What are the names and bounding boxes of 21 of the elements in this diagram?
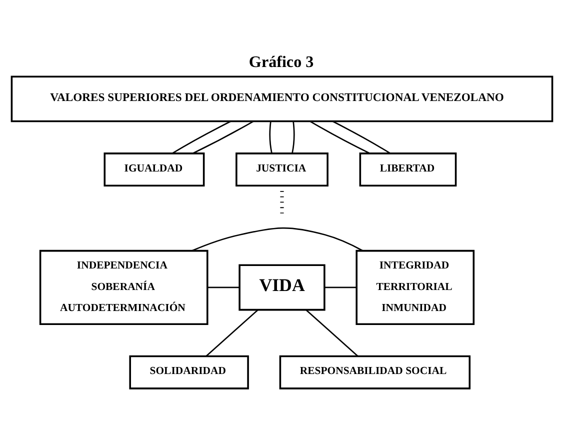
connector <box>172 120 231 154</box>
node-box: VIDA <box>238 264 326 311</box>
connector <box>306 309 358 357</box>
connector <box>310 120 370 154</box>
diagram-title: Gráfico 3 <box>248 54 314 72</box>
connector <box>208 286 240 288</box>
node-box: RESPONSABILIDAD SOCIAL <box>279 355 471 390</box>
node-box: JUSTICIA <box>236 152 328 186</box>
connector <box>324 286 356 288</box>
node-box: IGUALDAD <box>104 152 205 186</box>
connector <box>269 122 272 154</box>
node-box: INTEGRIDAD TERRITORIAL INMUNIDAD <box>356 250 475 325</box>
connector <box>292 122 295 154</box>
node-box: LIBERTAD <box>359 152 457 186</box>
connector <box>192 120 254 154</box>
node-box: SOLIDARIDAD <box>129 355 249 390</box>
connector <box>192 227 364 252</box>
connector <box>332 120 390 154</box>
node-box: VALORES SUPERIORES DEL ORDENAMIENTO CONSTITUCIONAL VENEZOLANO <box>10 76 554 122</box>
connector <box>206 309 258 357</box>
node-box: INDEPENDENCIA SOBERANÍA AUTODETERMINACIÓN <box>39 250 208 325</box>
